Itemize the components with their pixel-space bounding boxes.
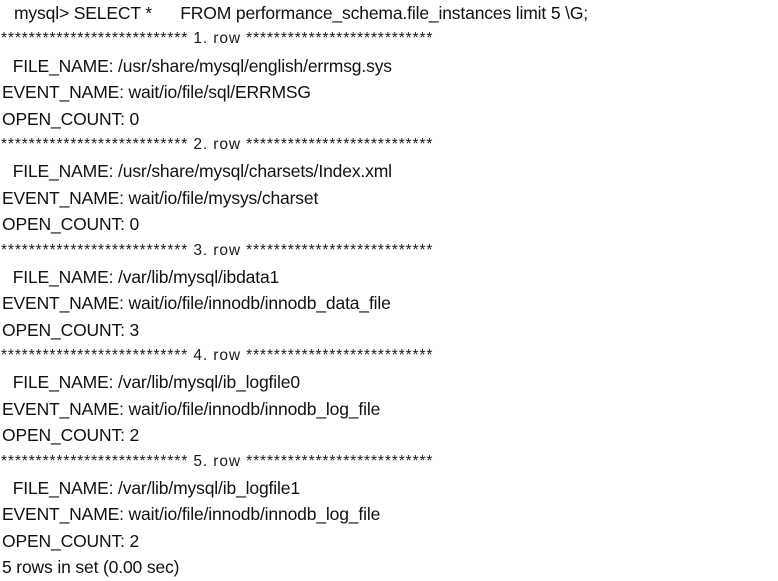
row-5-file-name: FILE_NAME: /var/lib/mysql/ib_logfile1 xyxy=(8,478,300,499)
result-summary-line: 5 rows in set (0.00 sec) xyxy=(2,557,180,578)
row-2-file-name: FILE_NAME: /usr/share/mysql/charsets/Ind… xyxy=(8,161,392,182)
row-5-open-count: OPEN_COUNT: 2 xyxy=(2,530,140,551)
row-separator-1: *************************** 1. row *****… xyxy=(1,30,434,48)
row-3-open-count: OPEN_COUNT: 3 xyxy=(2,319,140,340)
row-4-event-name: EVENT_NAME: wait/io/file/innodb/innodb_l… xyxy=(2,398,381,419)
mysql-prompt-line: mysql> SELECT * FROM performance_schema.… xyxy=(14,3,589,23)
row-1-event-name: EVENT_NAME: wait/io/file/sql/ERRMSG xyxy=(2,82,311,103)
row-separator-3: *************************** 3. row *****… xyxy=(1,241,434,259)
row-3-file-name: FILE_NAME: /var/lib/mysql/ibdata1 xyxy=(8,266,280,287)
row-3-event-name: EVENT_NAME: wait/io/file/innodb/innodb_d… xyxy=(2,293,391,314)
row-4-file-name: FILE_NAME: /var/lib/mysql/ib_logfile0 xyxy=(8,372,300,393)
row-2-event-name: EVENT_NAME: wait/io/file/mysys/charset xyxy=(2,187,319,208)
row-separator-4: *************************** 4. row *****… xyxy=(1,347,434,365)
row-1-file-name: FILE_NAME: /usr/share/mysql/english/errm… xyxy=(8,55,392,76)
row-separator-5: *************************** 5. row *****… xyxy=(1,452,434,470)
row-1-open-count: OPEN_COUNT: 0 xyxy=(2,108,140,129)
row-4-open-count: OPEN_COUNT: 2 xyxy=(2,425,140,446)
row-2-open-count: OPEN_COUNT: 0 xyxy=(2,214,140,235)
row-separator-2: *************************** 2. row *****… xyxy=(1,135,434,153)
row-5-event-name: EVENT_NAME: wait/io/file/innodb/innodb_l… xyxy=(2,504,381,525)
